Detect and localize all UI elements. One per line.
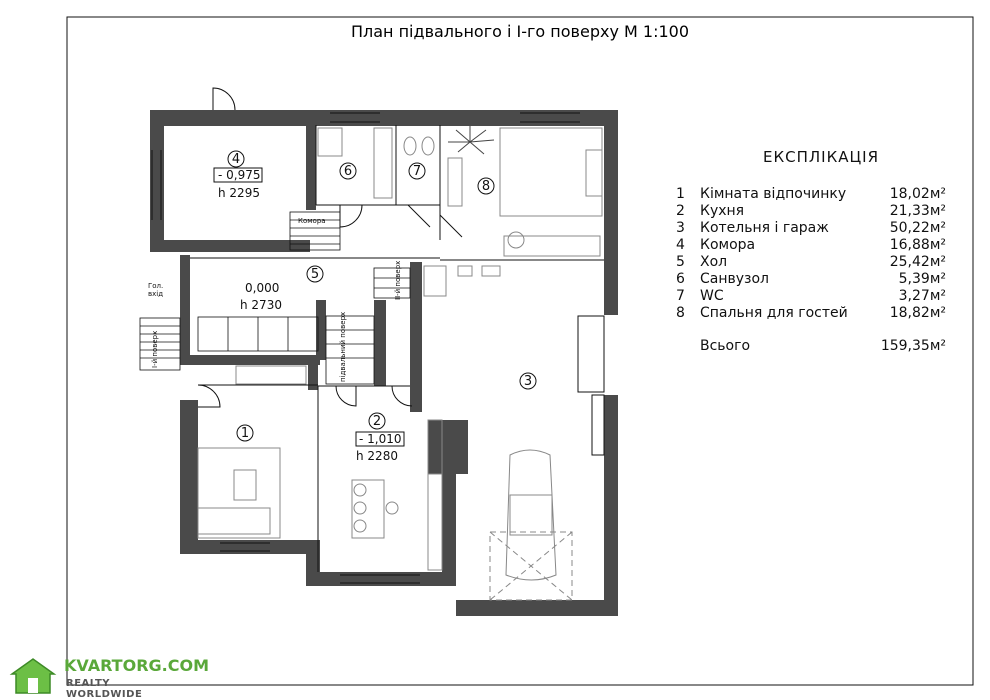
level-room-5: 0,000 (245, 281, 279, 295)
room-number-3: 3 (524, 374, 532, 389)
room-number-4: 4 (232, 152, 240, 167)
stair-label-basement: підвальний поверх (339, 312, 347, 382)
watermark-tagline: REALTY WORLDWIDE (66, 678, 143, 700)
room-number-2: 2 (373, 414, 381, 429)
level-box-4 (213, 167, 263, 183)
explication-total: Всього 159,35м² (676, 338, 946, 354)
stairs (139, 211, 411, 385)
room-number-6: 6 (344, 164, 352, 179)
partitions (151, 112, 605, 584)
level-box-2 (355, 431, 405, 447)
komora-label: Комора (298, 217, 326, 225)
house-logo-icon (9, 658, 57, 694)
explication-heading: ЕКСПЛІКАЦІЯ (763, 148, 879, 166)
room-number-1: 1 (241, 426, 249, 441)
furniture (197, 127, 603, 601)
height-room-4: h 2295 (218, 186, 260, 200)
total-label: Всього (700, 338, 751, 354)
entrance-label-2: вхід (148, 290, 163, 298)
entrance-label-1: Гол. (148, 282, 163, 290)
room-markers (227, 150, 537, 442)
level-room-4: - 0,975 (218, 168, 261, 182)
hall-cabinet (197, 316, 319, 352)
walls (150, 110, 618, 616)
room-number-5: 5 (311, 267, 319, 282)
stair-label-first: I-й поверх (151, 331, 159, 368)
level-room-2: - 1,010 (359, 432, 402, 446)
total-area: 159,35м² (880, 338, 946, 354)
room-number-8: 8 (482, 179, 490, 194)
watermark: KVARTORG.COM REALTY WORLDWIDE (8, 656, 209, 700)
height-room-2: h 2280 (356, 449, 398, 463)
sheet-frame (66, 16, 974, 686)
stair-label-second: II-й поверх (394, 261, 402, 300)
height-room-5: h 2730 (240, 298, 282, 312)
room-number-7: 7 (413, 164, 421, 179)
plan-title: План підвального і I-го поверху М 1:100 (351, 22, 689, 41)
watermark-site: KVARTORG.COM (64, 656, 209, 675)
plant-icon (448, 126, 495, 155)
